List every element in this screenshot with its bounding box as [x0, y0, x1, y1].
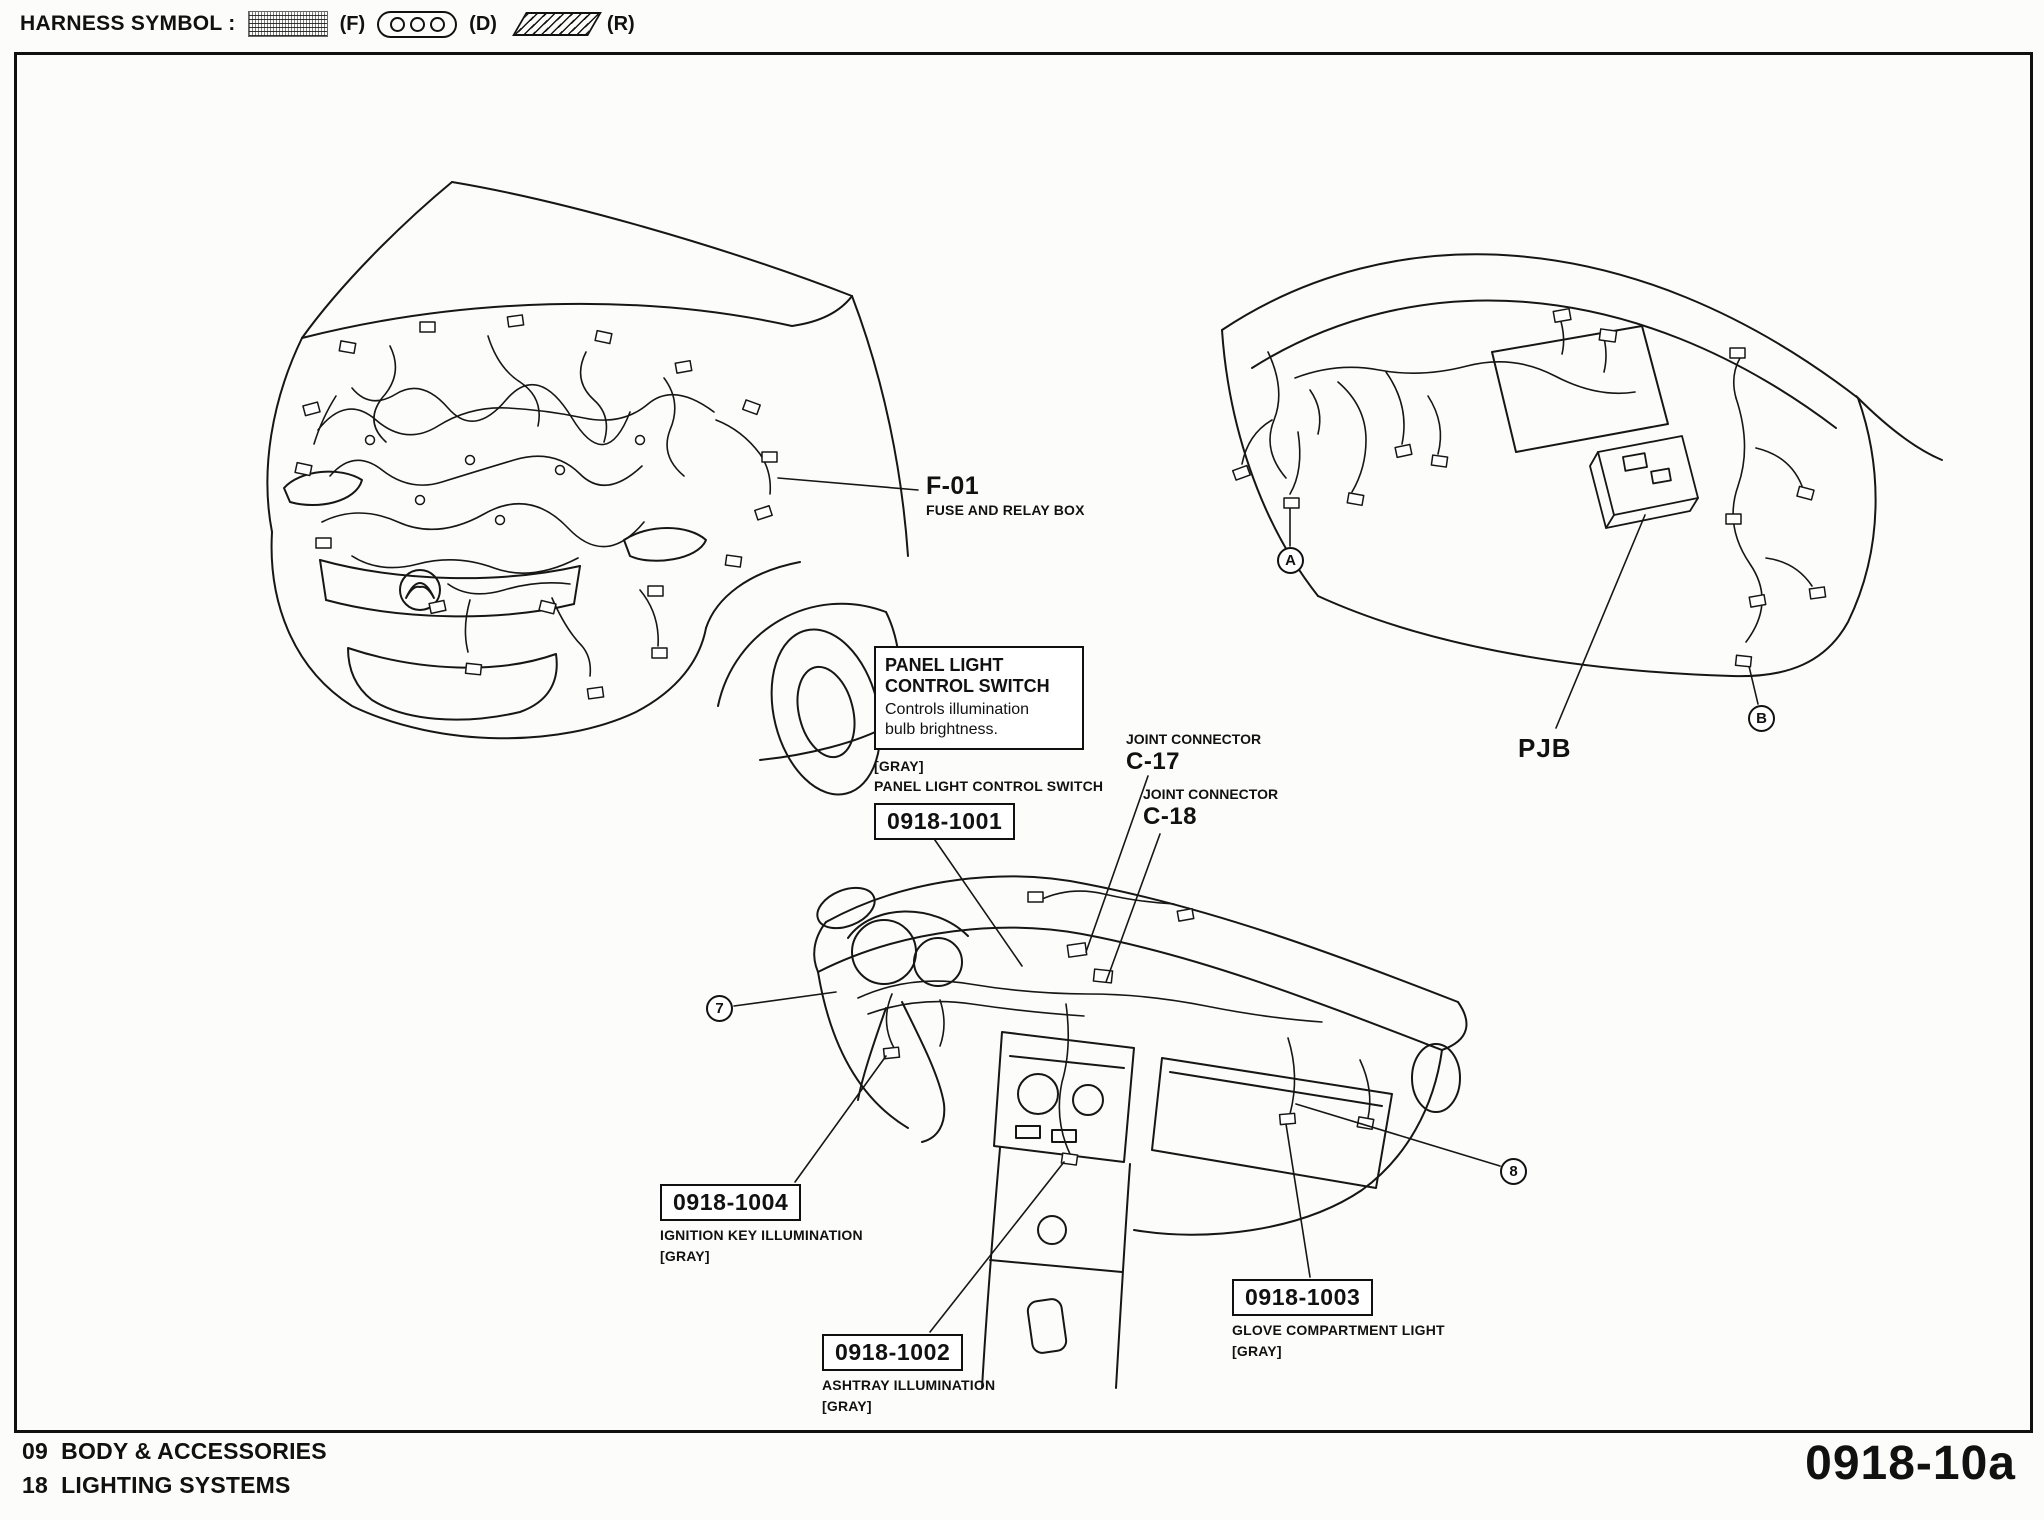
marker-7: 7: [706, 995, 733, 1022]
panel-light-title-line1: PANEL LIGHT: [885, 655, 1004, 675]
front-harness-pattern-icon: [247, 11, 328, 37]
panel-light-switch-note-box: PANEL LIGHT CONTROL SWITCH Controls illu…: [874, 646, 1084, 750]
joint-connector-c18-callout: JOINT CONNECTOR C-18: [1143, 786, 1278, 831]
rear-harness-label: (R): [606, 12, 635, 35]
diagram-frame: [14, 52, 2033, 1433]
glove-compartment-light-callout: 0918-1003 GLOVE COMPARTMENT LIGHT [GRAY]: [1232, 1279, 1445, 1360]
joint-connector-c17-callout: JOINT CONNECTOR C-17: [1126, 731, 1261, 776]
section-title-body-accessories: 09 BODY & ACCESSORIES: [22, 1438, 327, 1464]
panel-light-title-line2: CONTROL SWITCH: [885, 675, 1050, 696]
joint-connector-c17-code: C-17: [1126, 748, 1181, 775]
harness-symbol-label: HARNESS SYMBOL :: [20, 12, 236, 35]
joint-connector-c17-label: JOINT CONNECTOR: [1126, 731, 1262, 747]
glove-light-code: 0918-1003: [1232, 1279, 1374, 1316]
panel-light-part-code: 0918-1001: [874, 802, 1016, 840]
panel-light-name: PANEL LIGHT CONTROL SWITCH: [874, 778, 1104, 795]
ignition-key-color: [GRAY]: [660, 1247, 710, 1264]
harness-symbol-legend: HARNESS SYMBOL : (F) (D) (R): [20, 6, 635, 42]
fuse-relay-box-callout: F-01 FUSE AND RELAY BOX: [926, 472, 1085, 520]
glove-light-color: [GRAY]: [1232, 1342, 1282, 1359]
ignition-key-illumination-callout: 0918-1004 IGNITION KEY ILLUMINATION [GRA…: [660, 1184, 863, 1265]
marker-8: 8: [1500, 1158, 1527, 1185]
page-code: 0918-10a: [1805, 1437, 2016, 1490]
glove-light-desc: GLOVE COMPARTMENT LIGHT: [1232, 1322, 1445, 1338]
dash-harness-label: (D): [469, 12, 497, 35]
fuse-relay-box-code: F-01: [926, 472, 980, 500]
ashtray-code: 0918-1002: [822, 1334, 964, 1371]
pjb-label: PJB: [1518, 733, 1572, 763]
ignition-key-code: 0918-1004: [660, 1184, 802, 1221]
rear-harness-pattern-icon: [511, 12, 602, 36]
panel-light-description: Controls illumination bulb brightness.: [885, 701, 1030, 738]
dash-harness-pattern-icon: [377, 10, 458, 38]
front-harness-label: (F): [339, 12, 366, 35]
ashtray-illumination-callout: 0918-1002 ASHTRAY ILLUMINATION [GRAY]: [822, 1334, 995, 1415]
joint-connector-c18-label: JOINT CONNECTOR: [1143, 786, 1279, 802]
marker-b: B: [1748, 705, 1775, 732]
section-title-lighting-systems: 18 LIGHTING SYSTEMS: [22, 1472, 291, 1498]
ignition-key-desc: IGNITION KEY ILLUMINATION: [660, 1227, 863, 1243]
joint-connector-c18-code: C-18: [1143, 803, 1198, 830]
panel-light-color: [GRAY]: [874, 757, 924, 774]
marker-a: A: [1277, 547, 1304, 574]
ashtray-color: [GRAY]: [822, 1397, 872, 1414]
fuse-relay-box-desc: FUSE AND RELAY BOX: [926, 502, 1085, 518]
panel-light-switch-callout: PANEL LIGHT CONTROL SWITCH Controls illu…: [874, 646, 1103, 840]
ashtray-desc: ASHTRAY ILLUMINATION: [822, 1377, 996, 1393]
